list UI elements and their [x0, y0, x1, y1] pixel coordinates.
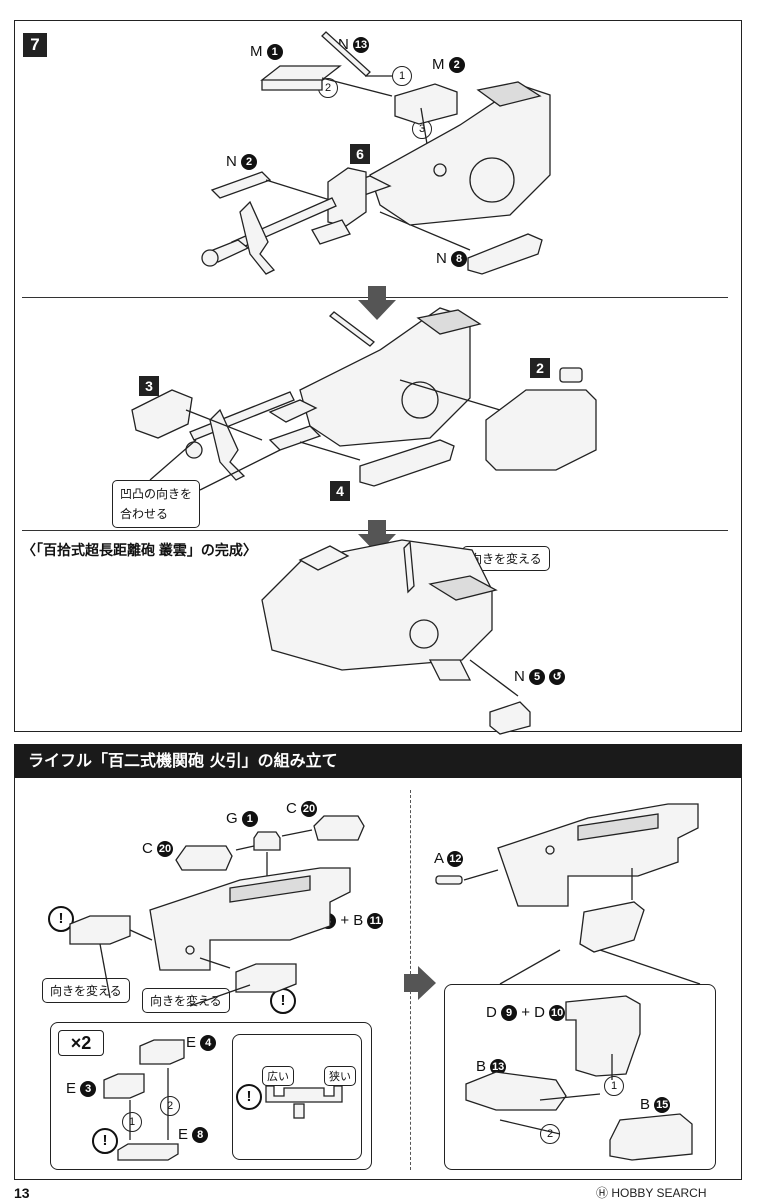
warning-icon-4: !	[236, 1084, 262, 1110]
note-align-line2: 合わせる	[120, 507, 169, 521]
order-marker-grip-1: 1	[604, 1076, 624, 1096]
order-marker-x2-1: 1	[122, 1112, 142, 1132]
watermark: Ⓗ HOBBY SEARCH	[596, 1184, 707, 1202]
part-label-m2: M 2	[432, 56, 465, 74]
part-label-b15: B 15	[640, 1096, 671, 1114]
sub-assembly-drawing	[103, 1039, 185, 1161]
part-label-n13: N 13	[338, 36, 370, 54]
note-change-direction-3: 向きを変える	[142, 988, 230, 1013]
note-change-direction-2: 向きを変える	[42, 978, 130, 1003]
part-label-m1: M 1	[250, 43, 283, 61]
glue-icon: ↺	[549, 669, 566, 686]
gun-assembly-drawing-2	[131, 307, 597, 491]
watermark-icon: Ⓗ	[596, 1186, 609, 1200]
note-align-line1: 凹凸の向きを	[120, 487, 193, 501]
rifle-frame	[14, 778, 742, 1180]
warning-icon-3: !	[92, 1128, 118, 1154]
grip-subframe	[444, 984, 716, 1170]
orientation-inset	[232, 1034, 362, 1160]
part-label-n2: N 2	[226, 153, 258, 171]
label-narrow: 狭い	[324, 1066, 356, 1086]
rifle-body-drawing-left	[69, 815, 365, 1007]
down-arrow-1	[358, 286, 396, 320]
x2-badge: ×2	[58, 1030, 104, 1056]
step-7-frame	[14, 20, 742, 732]
gun-completed-drawing	[261, 539, 531, 735]
right-arrow	[404, 966, 436, 1000]
x2-subframe	[50, 1022, 372, 1170]
page-number: 13	[14, 1185, 30, 1201]
part-label-e3: E 3	[66, 1080, 97, 1098]
completion-title: 〈「百拾式超長距離砲 叢雲」の完成〉	[22, 542, 257, 558]
down-arrow-2	[358, 520, 396, 554]
orientation-inset-drawing	[265, 1085, 343, 1119]
part-label-g1: G 1	[226, 810, 258, 828]
part-label-d9-d10: D 9 + D 10	[486, 1004, 566, 1022]
part-label-e8: E 8	[178, 1126, 209, 1144]
sub-step-6: 6	[350, 144, 370, 164]
watermark-text: HOBBY SEARCH	[611, 1186, 707, 1200]
part-label-n8: N 8	[436, 250, 468, 268]
sub-step-4: 4	[330, 481, 350, 501]
part-label-a12: A 12	[434, 850, 464, 868]
sub-step-3: 3	[139, 376, 159, 396]
part-label-b13: B 13	[476, 1058, 507, 1076]
part-label-e4: E 4	[186, 1034, 217, 1052]
part-label-c20b: C 20	[286, 800, 318, 818]
gun-assembly-drawing-1	[201, 31, 551, 275]
order-marker-1: 1	[392, 66, 412, 86]
label-wide: 広い	[262, 1066, 294, 1086]
sub-step-2: 2	[530, 358, 550, 378]
order-marker-x2-2: 2	[160, 1096, 180, 1116]
part-label-c20a: C 20	[142, 840, 174, 858]
step-number-7: 7	[23, 33, 47, 57]
note-align-box: 凹凸の向きを 合わせる	[112, 480, 201, 528]
rifle-section-banner: ライフル「百二式機関砲 火引」の組み立て	[14, 744, 742, 778]
part-label-n5: N 5 ↺	[514, 668, 566, 686]
